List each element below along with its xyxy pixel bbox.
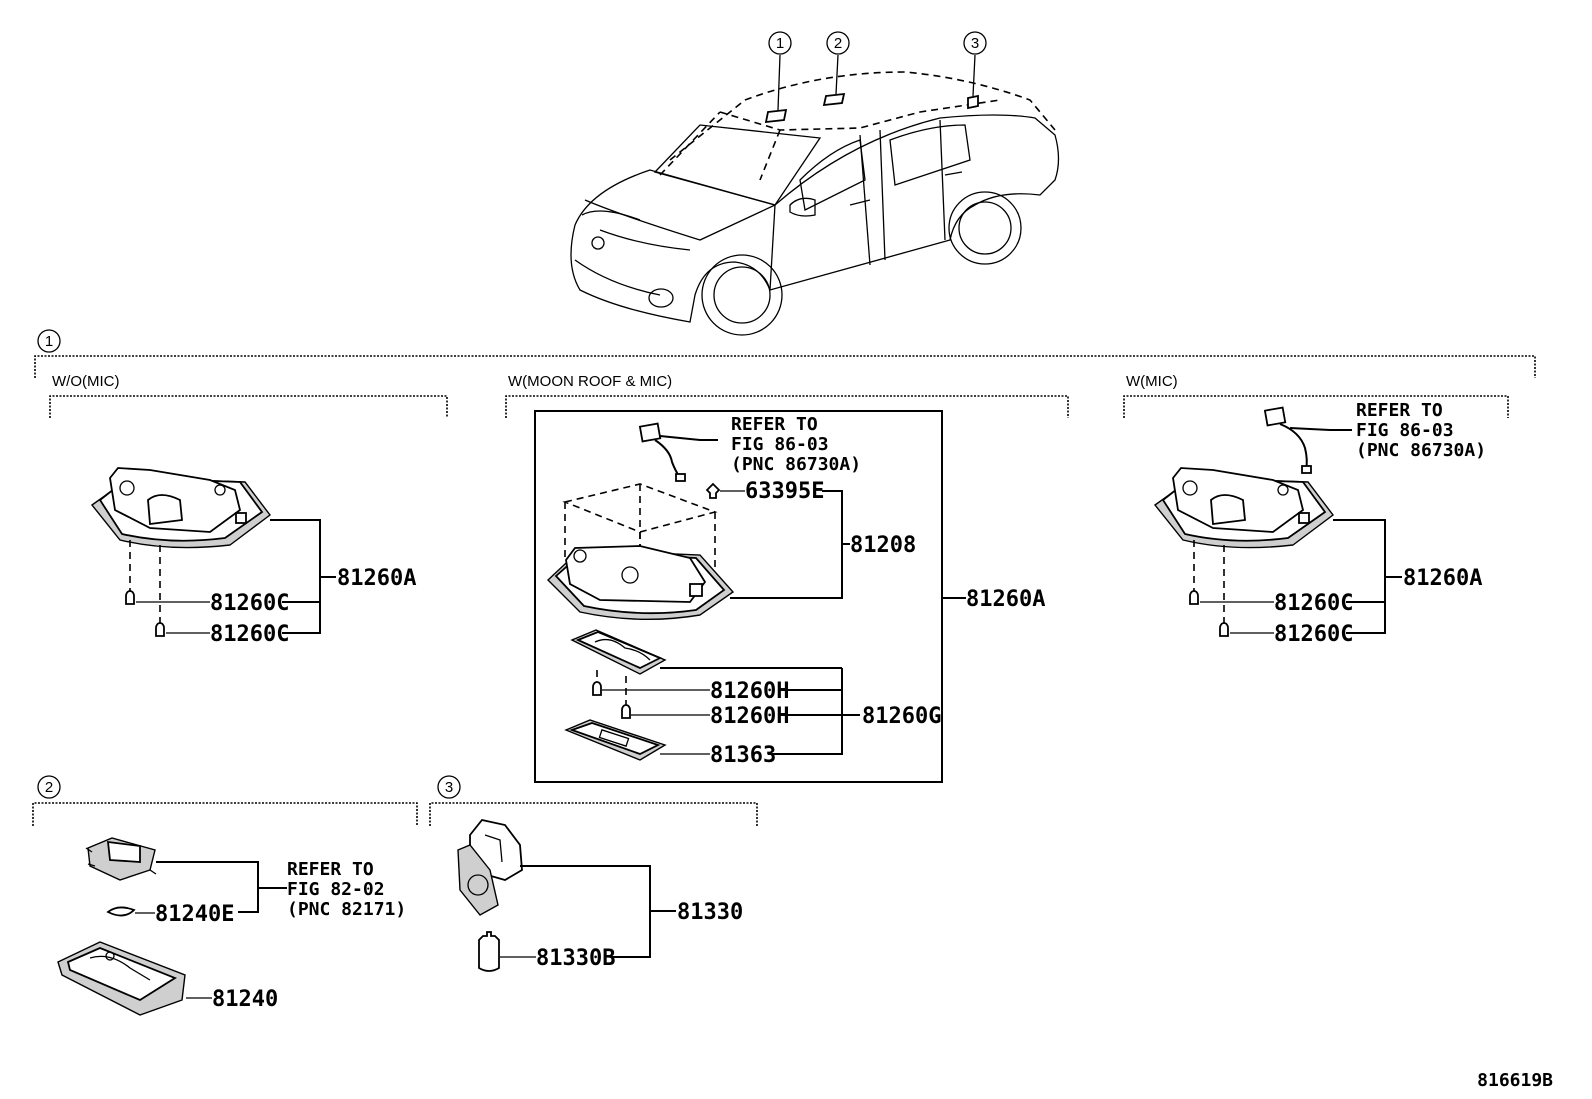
s3-bulb-part-number: 81330B — [536, 946, 615, 971]
clip-icon — [705, 482, 721, 499]
bulb-icon — [592, 681, 602, 696]
callout-1-number: 1 — [776, 35, 784, 52]
moon-roof-bulb-2-part-number: 81260H — [710, 704, 789, 729]
moon-roof-refer-line-1: REFER TO — [731, 414, 818, 435]
bulb-icon — [1219, 622, 1229, 637]
section-3-marker: 3 — [445, 779, 453, 796]
section-1-marker-circle — [37, 329, 61, 353]
bulb-icon — [621, 704, 631, 719]
moon-roof-bulb-1-part-number: 81260H — [710, 679, 789, 704]
w-mic-refer-line-1: REFER TO — [1356, 400, 1443, 421]
bulb-icon — [478, 931, 500, 972]
section-1: 1 W/O(MIC) 81260C 81260C — [34, 329, 1536, 783]
section-1-marker: 1 — [45, 333, 53, 350]
callout-2-circle — [826, 31, 850, 55]
w-mic-refer-line-3: (PNC 86730A) — [1356, 440, 1486, 461]
section-1-bracket — [34, 355, 1536, 378]
section-3-marker-circle — [437, 775, 461, 799]
moon-roof-clip-part-number: 63395E — [745, 479, 824, 504]
moon-roof-housing-part-number: 81208 — [850, 533, 916, 558]
s2-bulb-part-number: 81240E — [155, 902, 234, 927]
group-moon-roof-mic: W(MOON ROOF & MIC) REFER TO FIG 86-03 (P… — [505, 373, 1069, 783]
s2-refer-line-1: REFER TO — [287, 859, 374, 880]
car-illustration: 1 2 3 — [570, 31, 1060, 336]
dome-lamp-drawing — [57, 941, 186, 1016]
mic-connector-drawing — [638, 422, 718, 482]
map-lamp-assembly-drawing — [1153, 467, 1334, 549]
callout-3-circle — [963, 31, 987, 55]
moon-roof-box — [534, 410, 943, 783]
group-wo-mic: W/O(MIC) 81260C 81260C 81260A — [49, 373, 448, 647]
map-lamp-assembly-drawing — [90, 467, 271, 549]
w-mic-title: W(MIC) — [1126, 373, 1178, 390]
s2-refer-line-3: (PNC 82171) — [287, 899, 406, 920]
w-mic-refer-line-2: FIG 86-03 — [1356, 420, 1454, 441]
bulb-icon — [155, 622, 165, 637]
moon-roof-refer-line-3: (PNC 86730A) — [731, 454, 861, 475]
wo-mic-assembly-part-number: 81260A — [337, 566, 416, 591]
car-map-lamp-marker — [764, 108, 788, 124]
s3-lamp-part-number: 81330 — [677, 900, 743, 925]
section-2: 2 REFER TO FIG 82-02 (PNC 82171) 81240E … — [32, 775, 418, 1016]
section-3: 3 81330 81330B — [429, 775, 758, 972]
luggage-lamp-drawing — [457, 819, 523, 916]
callout-3-number: 3 — [971, 35, 979, 52]
bulb-icon — [1189, 590, 1199, 605]
moon-roof-lens-part-number: 81363 — [710, 743, 776, 768]
group-w-mic: W(MIC) REFER TO FIG 86-03 (PNC 86730A) — [1123, 373, 1509, 647]
car-rear-lamp-marker — [967, 94, 979, 110]
wo-mic-title: W/O(MIC) — [52, 373, 119, 390]
s2-lamp-part-number: 81240 — [212, 987, 278, 1012]
callout-1-circle — [768, 31, 792, 55]
moon-roof-assembly-part-number: 81260A — [966, 587, 1045, 612]
section-2-marker-circle — [37, 775, 61, 799]
s2-refer-line-2: FIG 82-02 — [287, 879, 385, 900]
moon-roof-sub-assembly-part-number: 81260G — [862, 704, 941, 729]
w-mic-assembly-part-number: 81260A — [1403, 566, 1482, 591]
car-dome-lamp-marker — [822, 92, 846, 107]
w-mic-bulb-2-part-number: 81260C — [1274, 622, 1353, 647]
mic-connector-drawing — [1263, 406, 1352, 474]
map-lamp-housing-drawing — [546, 545, 735, 621]
dome-switch-drawing — [85, 837, 157, 881]
lamp-unit-drawing — [570, 629, 667, 675]
bulb-icon — [125, 590, 135, 605]
moon-roof-title: W(MOON ROOF & MIC) — [508, 373, 672, 390]
moon-roof-refer-line-2: FIG 86-03 — [731, 434, 829, 455]
lens-drawing — [564, 719, 667, 761]
wo-mic-bulb-2-part-number: 81260C — [210, 622, 289, 647]
bulb-icon — [106, 906, 136, 917]
diagram-id: 816619B — [1477, 1070, 1553, 1091]
wo-mic-bulb-1-part-number: 81260C — [210, 591, 289, 616]
section-2-marker: 2 — [45, 779, 53, 796]
callout-2-number: 2 — [834, 35, 842, 52]
w-mic-bulb-1-part-number: 81260C — [1274, 591, 1353, 616]
